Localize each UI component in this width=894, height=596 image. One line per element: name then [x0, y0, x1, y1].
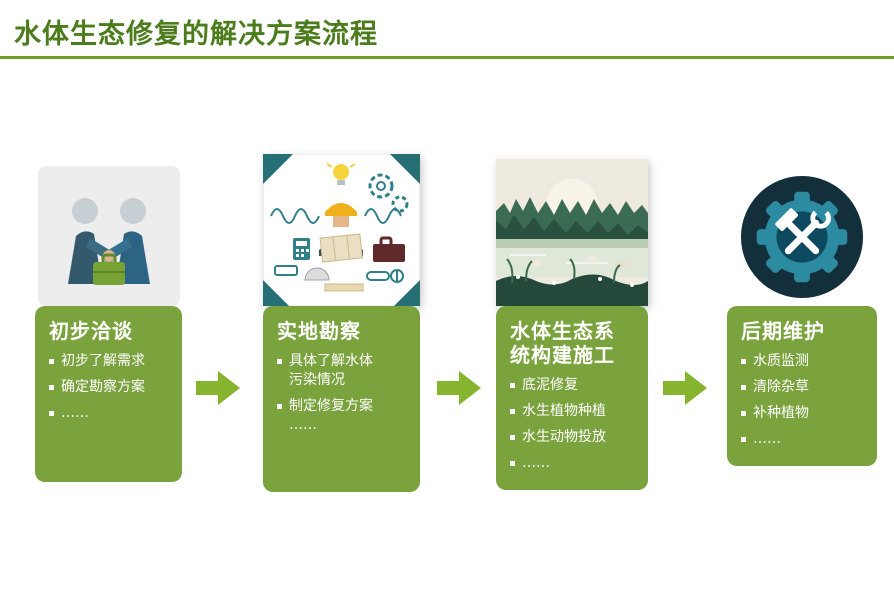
wrench-hammer-icon [775, 207, 832, 255]
bullet-item: …… [49, 404, 170, 423]
bullet-item: …… [510, 454, 636, 473]
bullet-item: 制定修复方案 …… [277, 397, 408, 435]
step-title: 实地勘察 [277, 319, 361, 343]
step-bullet-list: 初步了解需求 确定勘察方案 …… [49, 352, 170, 423]
bullet-item: 补种植物 [741, 404, 865, 423]
step-card-negotiation: 初步洽谈 初步了解需求 确定勘察方案 …… [35, 306, 182, 482]
forest-lake-icon [496, 159, 648, 306]
flow-arrow-icon [437, 368, 481, 408]
step-title: 初步洽谈 [49, 319, 133, 343]
maintenance-illustration [727, 150, 877, 306]
step-maintenance: 后期维护 水质监测 清除杂草 补种植物 …… [727, 150, 877, 466]
handshake-icon [37, 166, 180, 306]
bullet-item: 水生动物投放 [510, 428, 636, 447]
briefcase-icon [92, 253, 125, 285]
step-bullet-list: 具体了解水体 污染情况 制定修复方案 …… [277, 352, 408, 435]
step-bullet-list: 水质监测 清除杂草 补种植物 …… [741, 352, 865, 449]
protractor-icon [304, 267, 330, 281]
bullet-item: …… [741, 430, 865, 449]
step-initial-negotiation: 初步洽谈 初步了解需求 确定勘察方案 …… [35, 150, 182, 482]
handshake-illustration [35, 150, 182, 306]
engineer-figure [319, 203, 363, 263]
bullet-item: 具体了解水体 污染情况 [277, 352, 408, 390]
step-card-survey: 实地勘察 具体了解水体 污染情况 制定修复方案 …… [263, 306, 420, 492]
step-field-survey: 实地勘察 具体了解水体 污染情况 制定修复方案 …… [263, 150, 420, 492]
step-bullet-list: 底泥修复 水生植物种植 水生动物投放 …… [510, 376, 636, 473]
step-title: 水体生态系 统构建施工 [510, 319, 615, 367]
step-ecosystem-construction: 水体生态系 统构建施工 底泥修复 水生植物种植 水生动物投放 …… [496, 150, 648, 490]
bullet-item: 底泥修复 [510, 376, 636, 395]
flow-arrow-icon [663, 368, 707, 408]
step-title: 后期维护 [741, 319, 825, 343]
bullet-item: 水质监测 [741, 352, 865, 371]
gear-tools-icon [740, 175, 864, 299]
step-card-construction: 水体生态系 统构建施工 底泥修复 水生植物种植 水生动物投放 …… [496, 306, 648, 490]
page-title: 水体生态修复的解决方案流程 [14, 19, 378, 50]
ruler-icon [324, 283, 364, 292]
lake-ecosystem-illustration [496, 150, 648, 306]
bullet-item: 清除杂草 [741, 378, 865, 397]
bullet-item: 确定勘察方案 [49, 378, 170, 397]
bullet-item: 水生植物种植 [510, 402, 636, 421]
toolbox-icon [373, 236, 405, 262]
survey-illustration [263, 150, 420, 306]
title-underline [0, 56, 894, 59]
bullet-item: 初步了解需求 [49, 352, 170, 371]
step-card-maintenance: 后期维护 水质监测 清除杂草 补种植物 …… [727, 306, 877, 466]
lightbulb-icon [326, 163, 356, 185]
survey-icon [263, 154, 420, 306]
flow-arrow-icon [196, 368, 240, 408]
calculator-icon [293, 238, 310, 260]
instrument-icons [274, 265, 404, 283]
gear-icon [368, 173, 409, 213]
